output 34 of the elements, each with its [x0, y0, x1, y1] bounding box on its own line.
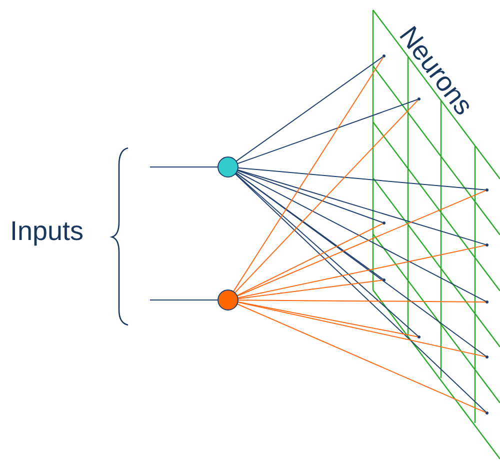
neuron-point — [486, 412, 488, 414]
connection-line — [238, 300, 486, 302]
connection-line — [236, 172, 384, 280]
connection-line — [237, 280, 383, 300]
connection-line — [236, 223, 384, 296]
connection-line — [234, 173, 418, 336]
connection-line — [236, 190, 486, 297]
neuron-point — [382, 278, 386, 282]
connection-line — [234, 100, 418, 294]
connection-line — [236, 304, 486, 413]
connection-line — [236, 172, 486, 357]
connection-line — [236, 99, 418, 164]
connection-line — [237, 167, 486, 190]
connection-line — [236, 170, 384, 223]
neuron-point — [382, 54, 386, 58]
connection-line — [236, 171, 486, 302]
neuron-point — [486, 356, 488, 358]
neuron-point — [486, 300, 488, 304]
neuron-point — [382, 222, 386, 224]
neuron-point — [418, 336, 420, 338]
connection-line — [237, 244, 486, 298]
connection-line — [237, 301, 418, 338]
connection-line — [236, 56, 384, 162]
connection-line — [234, 173, 486, 412]
inputs-label: Inputs — [10, 218, 84, 245]
neuron-point — [418, 98, 420, 100]
connection-line — [232, 56, 384, 292]
input-node-circle — [218, 290, 238, 310]
neuron-point — [486, 244, 488, 246]
connection-line — [237, 169, 486, 246]
connection-line — [237, 302, 486, 358]
neuron-point — [486, 188, 488, 192]
input-node-circle — [218, 156, 238, 178]
connection-line — [150, 166, 218, 168]
